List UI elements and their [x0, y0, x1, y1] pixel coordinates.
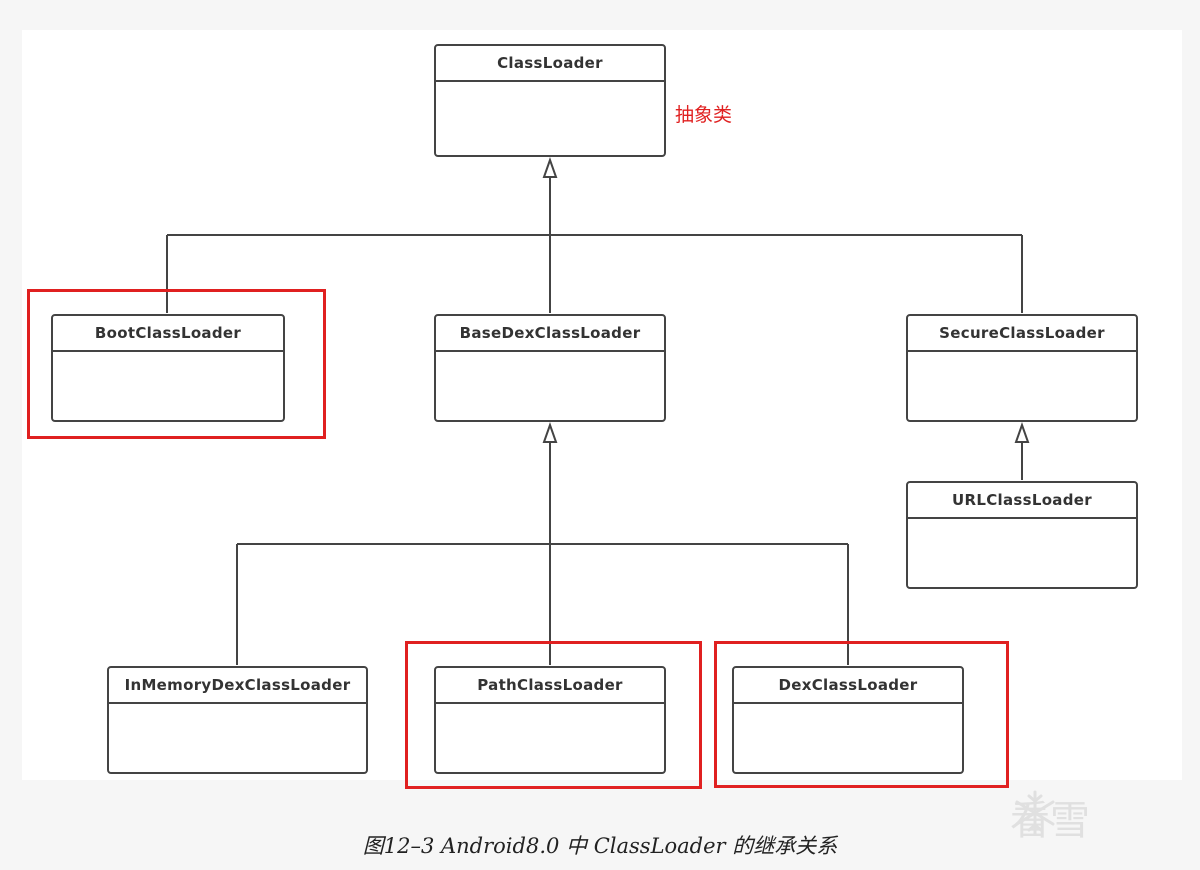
highlight-bootclassloader — [27, 289, 326, 439]
class-pathclassloader: PathClassLoader — [434, 666, 666, 774]
class-inmemorydexclassloader: InMemoryDexClassLoader — [107, 666, 368, 774]
class-name: ClassLoader — [436, 46, 664, 82]
class-bootclassloader: BootClassLoader — [51, 314, 285, 422]
snowflake-icon — [1015, 790, 1055, 836]
watermark: 看雪 — [1010, 788, 1090, 846]
class-classloader: ClassLoader — [434, 44, 666, 157]
class-name: DexClassLoader — [734, 668, 962, 704]
class-urlclassloader: URLClassLoader — [906, 481, 1138, 589]
class-name: URLClassLoader — [908, 483, 1136, 519]
arrowhead-basedex — [542, 421, 558, 443]
class-name: PathClassLoader — [436, 668, 664, 704]
highlight-pathclassloader — [405, 641, 702, 789]
highlight-dexclassloader — [714, 641, 1009, 788]
class-name: SecureClassLoader — [908, 316, 1136, 352]
arrowhead-secure — [1014, 421, 1030, 443]
class-name: BaseDexClassLoader — [436, 316, 664, 352]
abstract-class-note: 抽象类 — [675, 104, 733, 126]
class-name: BootClassLoader — [53, 316, 283, 352]
class-basedexclassloader: BaseDexClassLoader — [434, 314, 666, 422]
class-secureclassloader: SecureClassLoader — [906, 314, 1138, 422]
diagram-canvas: ClassLoader BootClassLoader BaseDexClass… — [22, 30, 1182, 789]
figure-caption: 图12–3 Android8.0 中 ClassLoader 的继承关系 — [362, 834, 838, 858]
class-name: InMemoryDexClassLoader — [109, 668, 366, 704]
arrowhead-classloader — [542, 156, 558, 178]
inheritance-lines — [166, 156, 1030, 665]
class-dexclassloader: DexClassLoader — [732, 666, 964, 774]
